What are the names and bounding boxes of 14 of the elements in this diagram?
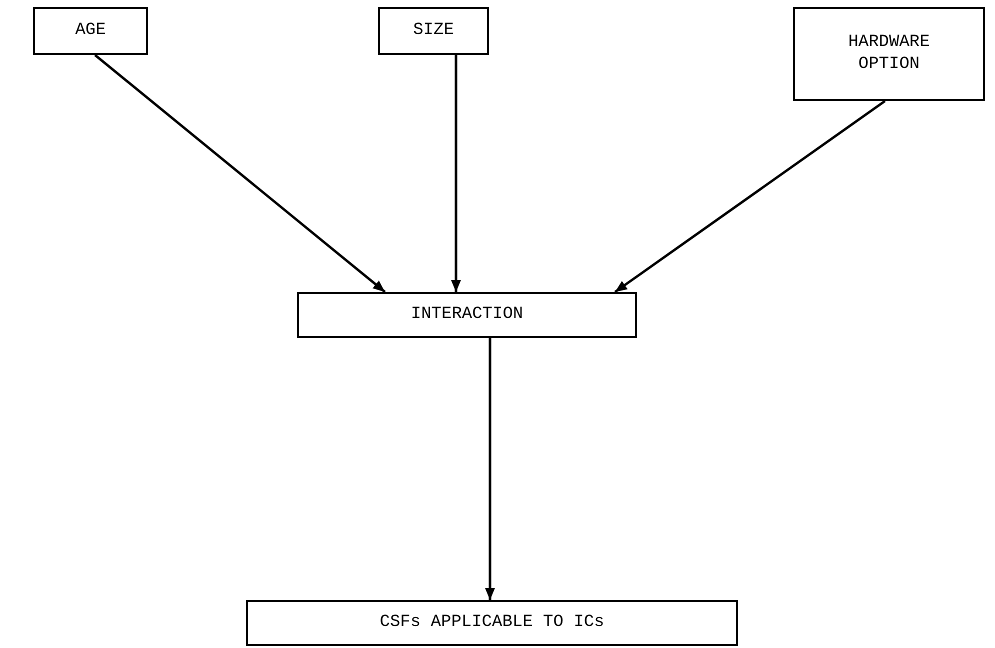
arrow <box>485 338 495 600</box>
process-box <box>378 7 489 55</box>
box-label: INTERACTION <box>410 304 524 326</box>
box-label: SIZE <box>413 20 454 42</box>
box-label: AGE <box>75 20 106 42</box>
process-box <box>246 600 738 646</box>
process-box <box>33 7 148 55</box>
arrow <box>614 100 886 294</box>
arrow <box>94 54 386 293</box>
process-box <box>297 292 637 338</box>
process-box <box>793 7 985 101</box>
arrow <box>451 55 461 292</box>
box-label: HARDWARE OPTION <box>847 32 931 76</box>
box-label: CSFs APPLICABLE TO ICs <box>380 612 604 634</box>
